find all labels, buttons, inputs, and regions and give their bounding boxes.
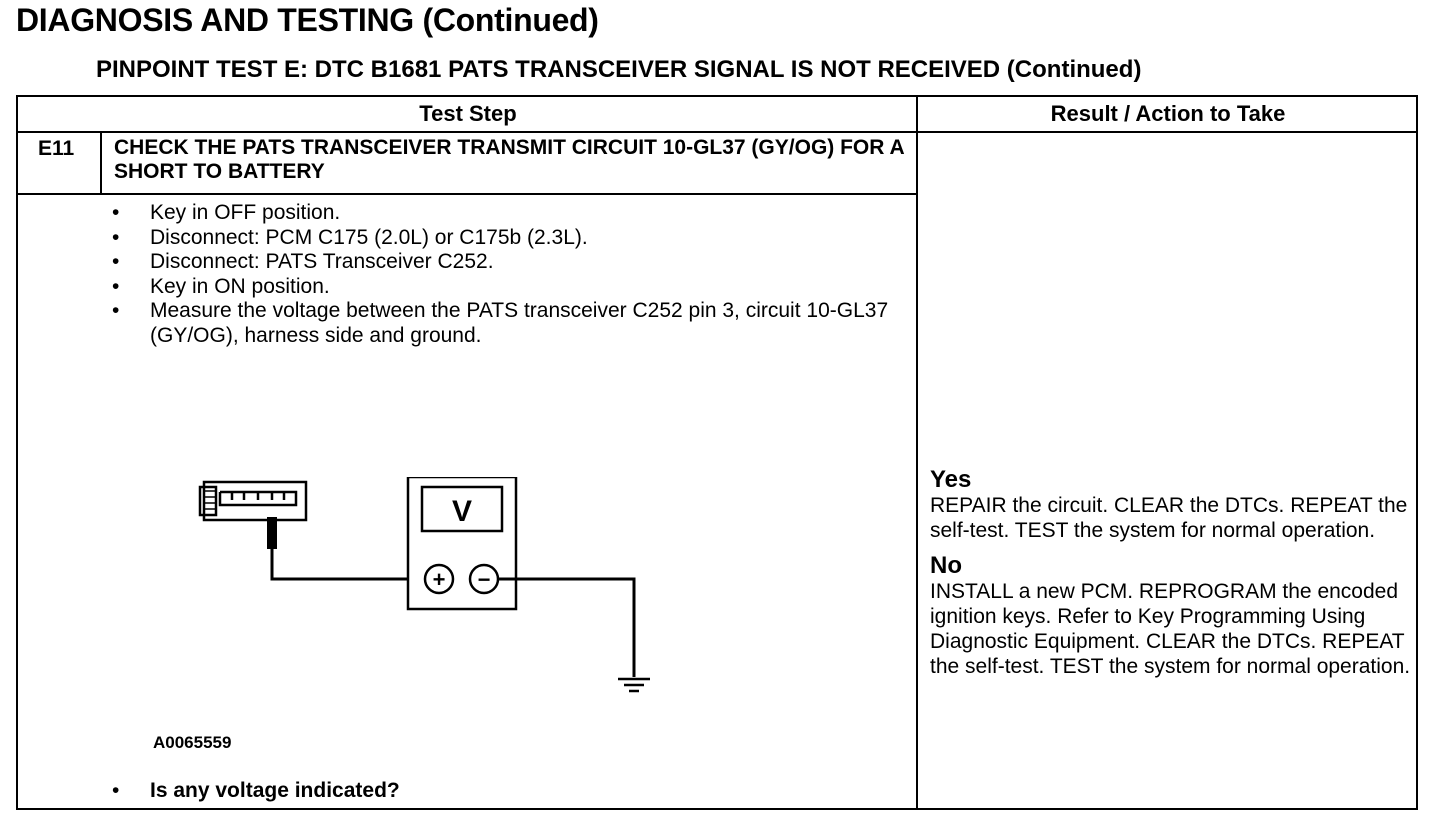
result-no-text: INSTALL a new PCM. REPROGRAM the encoded… <box>930 580 1411 678</box>
instruction-item: Disconnect: PCM C175 (2.0L) or C175b (2.… <box>112 226 912 251</box>
section-subtitle: PINPOINT TEST E: DTC B1681 PATS TRANSCEI… <box>96 56 1142 83</box>
figure-label: A0065559 <box>153 733 232 752</box>
meter-symbol: V <box>452 495 472 528</box>
step-instructions: Key in OFF position. Disconnect: PCM C17… <box>112 201 912 349</box>
plus-terminal-icon: + <box>433 567 446 592</box>
step-question: Is any voltage indicated? <box>112 779 400 803</box>
instruction-item: Key in ON position. <box>112 275 912 300</box>
ground-lead <box>498 577 636 677</box>
step-title: CHECK THE PATS TRANSCEIVER TRANSMIT CIRC… <box>114 136 904 183</box>
header-test-step: Test Step <box>419 101 517 126</box>
pinpoint-test-table: Test Step Result / Action to Take E11 CH… <box>16 95 1418 810</box>
table-header-row: Test Step Result / Action to Take <box>18 97 1416 133</box>
step-title-row: E11 CHECK THE PATS TRANSCEIVER TRANSMIT … <box>18 131 918 195</box>
result-no-label: No <box>930 552 962 579</box>
column-divider <box>916 97 918 808</box>
minus-terminal-icon: − <box>478 567 491 592</box>
step-id-divider <box>100 131 102 193</box>
voltmeter-icon <box>406 477 518 611</box>
page-title: DIAGNOSIS AND TESTING (Continued) <box>16 2 599 38</box>
instruction-item: Measure the voltage between the PATS tra… <box>112 299 912 348</box>
step-id: E11 <box>38 137 75 160</box>
probe-icon <box>267 517 277 549</box>
header-result: Result / Action to Take <box>1050 101 1286 126</box>
probe-lead <box>270 549 425 581</box>
ground-icon <box>618 677 650 693</box>
result-yes-label: Yes <box>930 466 972 493</box>
voltmeter-diagram: V + − <box>198 477 650 693</box>
connector-icon <box>198 480 308 522</box>
result-yes-text: REPAIR the circuit. CLEAR the DTCs. REPE… <box>930 494 1408 542</box>
result-actions: Yes REPAIR the circuit. CLEAR the DTCs. … <box>930 467 1420 689</box>
instruction-item: Key in OFF position. <box>112 201 912 226</box>
instruction-item: Disconnect: PATS Transceiver C252. <box>112 250 912 275</box>
